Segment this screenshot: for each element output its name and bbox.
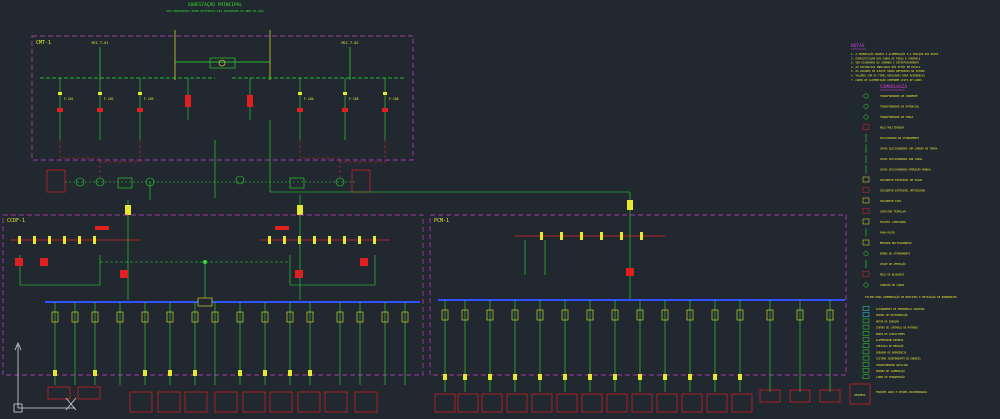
legend2-symbol-icon [862, 337, 870, 342]
note-line: 4. AS DISTÂNCIAS INDICADAS NÃO ESTÃO EM … [851, 64, 921, 69]
note-line: 3. VER DIAGRAMAS DE COMANDO E INTERTRAVA… [851, 61, 919, 65]
note-line: 5. OS VALORES DE AJUSTE SERÃO DEFINIDOS … [851, 68, 925, 73]
notes-section: NOTAS 1. A ORIENTAÇÃO QUANTO À ALIMENTAÇ… [849, 43, 957, 405]
legend2-item-label: ACIONAMENTO DE FREQUÊNCIA VARIÁVEL [876, 308, 925, 311]
legend2-list: ACIONAMENTO DE FREQUÊNCIA VARIÁVEL PAINEL… [862, 306, 925, 379]
legend-symbol-icon [863, 104, 869, 109]
svg-text:F-105: F-105 [349, 97, 359, 101]
note-line: 7. CABOS DE ALIMENTAÇÃO CONFORME LISTA D… [851, 77, 922, 82]
legend-item-label: CHAVE SECCIONADORA OPERAÇÃO MANUAL [880, 167, 932, 172]
ucs-axis-icon [13, 341, 77, 413]
legend-item-label: DISJUNTOR FIXO [880, 199, 902, 203]
legend-symbol-icon [862, 271, 870, 277]
legend-item-label: SECCIONADOR DE ATERRAMENTO [880, 136, 920, 140]
legend2-symbol-icon [862, 318, 870, 324]
legend-item-label: RELÉ DE BLOQUEIO [880, 272, 905, 277]
legend-item-label: CONTATOR TRIPOLAR [880, 210, 906, 214]
legend-item-label: BORNE DE ATERRAMENTO [880, 252, 911, 256]
svg-text:MCI-T-01: MCI-T-01 [92, 41, 109, 45]
drawing-title: SUBESTAÇÃO PRINCIPAL [188, 1, 242, 8]
svg-text:MCI-T-02: MCI-T-02 [342, 41, 359, 45]
legend-item-label: MEDIDOR MULTIGRANDEZA [880, 241, 912, 245]
legend2-symbol-icon [862, 343, 870, 348]
legend-list: TRANSFORMADOR DE CORRENTE TRANSFORMADOR D… [862, 93, 938, 288]
panel-ccdf-border [2, 214, 424, 376]
svg-text:F-101: F-101 [64, 97, 74, 101]
svg-text:F-104: F-104 [304, 97, 314, 101]
legend-symbol-icon [862, 187, 870, 193]
legend-symbol-icon [862, 208, 870, 214]
legend2-item-label: MOTOR DE INDUÇÃO [876, 320, 900, 323]
legend2-symbol-icon [862, 355, 870, 361]
legend2-item-label: QUADRO DE ILUMINAÇÃO [876, 370, 905, 373]
legend2-item-label: CENTRO DE CONTROLE DE MOTORES [876, 327, 918, 330]
legend-symbol-icon [863, 114, 869, 120]
svg-text:F-106: F-106 [389, 97, 399, 101]
legend-footer: FILTRO PARA COMPENSAÇÃO DE REATIVOS E MI… [865, 294, 957, 299]
legend2-symbol-icon [862, 324, 870, 330]
legend-item-label: CONEXÃO DE CABOS [880, 282, 905, 287]
panel-pcm-label: PCM-1 [434, 218, 449, 224]
legend-item-label: DISJUNTOR EXTRAÍVEL EM VÁCUO [880, 177, 923, 182]
legend2-footer: FUNÇÕES ANSI E OPÇÕES INCORPORADAS [876, 389, 928, 394]
panel-ccdf-label: CCDF-1 [7, 218, 25, 224]
legend2-item-label: CUBÍCULO DE MEDIÇÃO [876, 345, 904, 348]
legend-item-label: TRANSFORMADOR DE POTENCIAL [880, 105, 920, 109]
note-line: 2. ESPECIFICAÇÃO DOS CABOS DE FORÇA E CO… [851, 55, 921, 60]
legend-item-label: FUSÍVEL LIMITADOR [880, 219, 906, 224]
legend-item-label: TRANSFORMADOR DE CORRENTE [880, 94, 918, 98]
middle-feeders [46, 120, 633, 230]
legend2-symbol-icon [862, 374, 870, 379]
legend-symbol-icon [862, 124, 870, 130]
legend-symbol-icon [863, 282, 869, 288]
legend2-item-label: BANCO DE CAPACITORES [876, 333, 905, 336]
drawing-subtitle: SPS-SDB223001-0000-ELETRICA-SIS-DIAGRAMA… [166, 9, 264, 13]
legend-symbol-icon [863, 251, 869, 256]
legend2-symbol-icon [862, 306, 870, 311]
legend-item-label: CHAVE DE AFERIÇÃO [880, 261, 906, 266]
legend2-item-label: SISTEMA ININTERRUPTO DE ENERGIA [876, 358, 921, 361]
legend-item-label: TRANSFORMADOR DE FORÇA [880, 115, 914, 119]
legend-symbol-icon [862, 197, 870, 204]
panel-cmt-border [31, 35, 414, 161]
legend-item-label: PARA-RAIOS [880, 231, 896, 235]
legend2-item-label: GERADOR DE EMERGÊNCIA [876, 351, 907, 354]
legend2-item-label: PAINEL DE DISTRIBUIÇÃO [876, 314, 908, 317]
svg-text:F-102: F-102 [104, 97, 114, 101]
notes-list: 1. A ORIENTAÇÃO QUANTO À ALIMENTAÇÃO E A… [851, 51, 939, 82]
legend-item-label: DISJUNTOR EXTRAÍVEL MOTORIZADO [880, 188, 926, 193]
legend2-symbol-icon [862, 349, 870, 355]
panel-pcm: PCM-1 [429, 214, 847, 376]
legend-symbol-icon [862, 239, 870, 246]
legend2-symbol-icon [862, 368, 870, 373]
ccdf-feeders [47, 302, 409, 413]
notes-title: NOTAS [851, 43, 865, 49]
panel-cmt: CMT-1 MCI-T-01 MCI-T-02 [31, 30, 414, 180]
legend-symbol-icon [862, 176, 870, 183]
legend-title: SIMBOLOGIA [880, 84, 907, 90]
note-line: 1. A ORIENTAÇÃO QUANTO À ALIMENTAÇÃO E A… [851, 51, 939, 56]
legend-item-label: CHAVE SECCIONADORA COM LÂMINA DE TERRA [880, 146, 938, 151]
legend-item-label: CHAVE SECCIONADORA SOB CARGA [880, 157, 923, 161]
legend2-symbol-icon [862, 331, 870, 336]
note-line: 6. VALORES COM OS TIPOS INDICADOS PARA R… [851, 73, 925, 78]
legend-symbol-icon [862, 218, 870, 225]
reserve-box [849, 383, 871, 405]
legend2-item-label: LINHA DE TRANSMISSÃO [876, 376, 905, 379]
svg-text:F-103: F-103 [144, 97, 154, 101]
legend2-item-label: ALIMENTADOR RESERVA [876, 339, 904, 342]
panel-cmt-label: CMT-1 [36, 40, 51, 46]
reserve-box-label: RESERVA [855, 393, 866, 397]
legend-symbol-icon [863, 93, 869, 99]
legend2-symbol-icon [862, 312, 870, 317]
panel-pcm-border [429, 214, 847, 376]
legend2-symbol-icon [862, 362, 870, 367]
legend2-item-label: TRANSFORMADOR AUXILIAR [876, 364, 908, 367]
legend-item-label: RELÉ MULTIFUNÇÃO [880, 125, 905, 130]
panel-ccdf: CCDF-1 [2, 214, 424, 376]
pcm-feeders [434, 300, 841, 413]
